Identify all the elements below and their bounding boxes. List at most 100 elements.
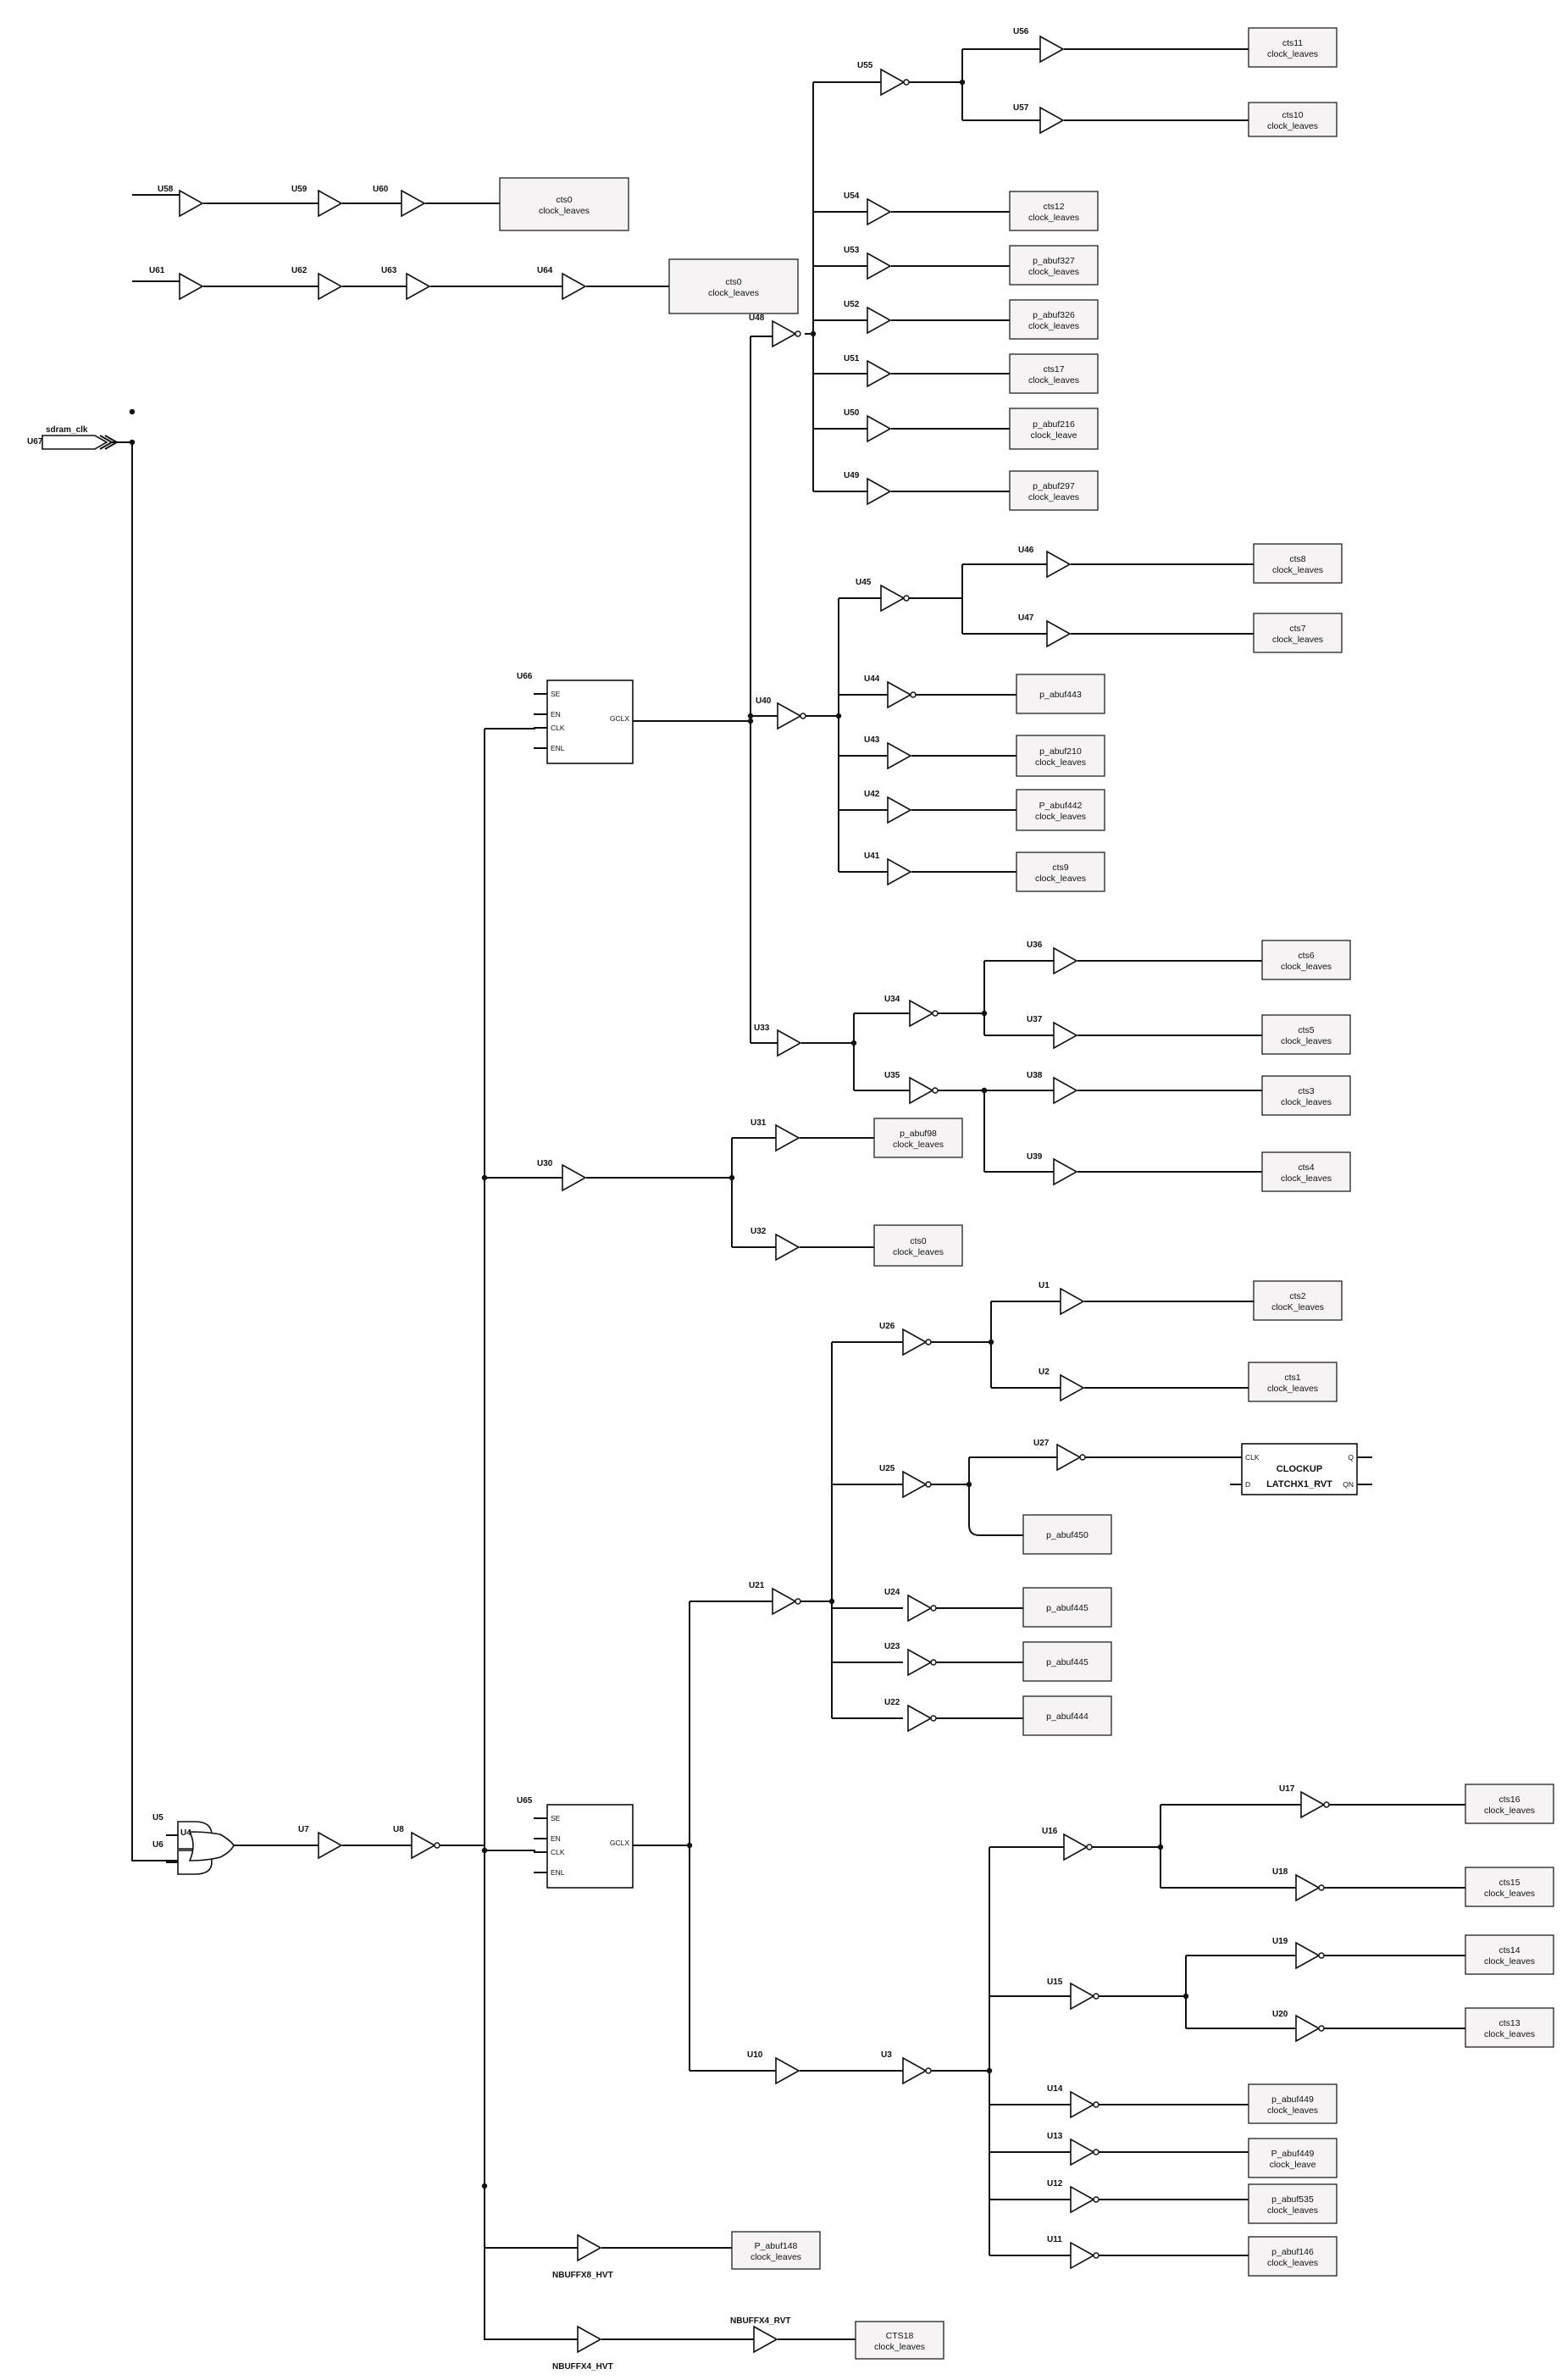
buffer-u39[interactable]: U39: [1027, 1152, 1078, 1186]
buffer-u17[interactable]: U17: [1279, 1784, 1330, 1819]
buffer-u2[interactable]: U2: [1039, 1368, 1085, 1402]
buffer-u34[interactable]: U34: [884, 995, 939, 1028]
clock-leaf-box[interactable]: p_abuf445: [1022, 1587, 1112, 1628]
buffer-nb8[interactable]: NBUFFX8_HVT: [552, 2233, 613, 2280]
buffer-u14[interactable]: U14: [1047, 2084, 1099, 2119]
buffer-u21[interactable]: U21: [749, 1581, 801, 1616]
buffer-u53[interactable]: U53: [844, 246, 892, 280]
buffer-u38[interactable]: U38: [1027, 1071, 1078, 1105]
buffer-u16[interactable]: U16: [1042, 1827, 1093, 1861]
buffer-u48[interactable]: U48: [749, 313, 801, 348]
buffer-u36[interactable]: U36: [1027, 940, 1078, 975]
buffer-u50[interactable]: U50: [844, 408, 892, 443]
buffer-u44[interactable]: U44: [864, 674, 917, 709]
buffer-u12[interactable]: U12: [1047, 2179, 1099, 2214]
buffer-u25[interactable]: U25: [879, 1464, 932, 1499]
buffer-u51[interactable]: U51: [844, 354, 892, 388]
buffer-u43[interactable]: U43: [864, 735, 912, 770]
buffer-u20[interactable]: U20: [1272, 2010, 1325, 2043]
buffer-u7[interactable]: U7: [298, 1825, 343, 1860]
buffer-u31[interactable]: U31: [751, 1118, 800, 1152]
buffer-u23[interactable]: U23: [884, 1642, 937, 1677]
clock-leaf-box[interactable]: p_abuf444: [1022, 1695, 1112, 1736]
buffer-u27[interactable]: U27: [1033, 1439, 1086, 1472]
buffer-u30[interactable]: U30: [537, 1159, 587, 1192]
buffer-u63[interactable]: U63: [381, 266, 431, 301]
clock-leaf-box[interactable]: p_abuf443: [1016, 674, 1105, 714]
buffer-u54[interactable]: U54: [844, 191, 892, 226]
clock-leaf-box[interactable]: p_abuf445: [1022, 1641, 1112, 1682]
buffer-u24[interactable]: U24: [884, 1588, 937, 1623]
buffer-u33[interactable]: U33: [754, 1024, 802, 1057]
buffer-u55[interactable]: U55: [857, 61, 910, 97]
buffer-u1[interactable]: U1: [1039, 1281, 1085, 1316]
buffer-u10[interactable]: U10: [747, 2050, 800, 2085]
buffer-u40[interactable]: U40: [756, 696, 806, 730]
buffer-u52[interactable]: U52: [844, 300, 892, 335]
buffer-u19[interactable]: U19: [1272, 1937, 1325, 1970]
buffer-u32[interactable]: U32: [751, 1227, 800, 1262]
buffer-u56[interactable]: U56: [1013, 27, 1065, 64]
buffer-u37[interactable]: U37: [1027, 1015, 1078, 1050]
buffer-u26[interactable]: U26: [879, 1322, 932, 1356]
buffer-u57[interactable]: U57: [1013, 103, 1065, 135]
buffer-u42[interactable]: U42: [864, 790, 912, 824]
buffer-u41[interactable]: U41: [864, 852, 912, 886]
buffer-u13[interactable]: U13: [1047, 2132, 1099, 2166]
buffer-u46[interactable]: U46: [1018, 546, 1072, 579]
buffer-u49[interactable]: U49: [844, 471, 892, 506]
buffer-u61[interactable]: U61: [149, 266, 204, 301]
buffer-u62[interactable]: U62: [291, 266, 343, 301]
buffer-u60[interactable]: U60: [373, 185, 426, 218]
buffer-u8[interactable]: U8: [393, 1825, 440, 1860]
buffer-u11[interactable]: U11: [1047, 2235, 1099, 2270]
clock-leaf-box[interactable]: p_abuf450: [1022, 1514, 1112, 1555]
buffer-u64[interactable]: U64: [537, 266, 587, 301]
buffer-u35[interactable]: U35: [884, 1071, 939, 1105]
buffer-u58[interactable]: U58: [158, 185, 204, 218]
buffer-nb4h[interactable]: NBUFFX4_HVT: [552, 2325, 613, 2372]
buffer-u45[interactable]: U45: [856, 578, 910, 613]
buffer-u47[interactable]: U47: [1018, 613, 1072, 648]
buffer-nb4r[interactable]: NBUFFX4_RVT: [730, 2316, 791, 2354]
buffer-u18[interactable]: U18: [1272, 1867, 1325, 1902]
buffer-u59[interactable]: U59: [291, 185, 343, 218]
buffer-u15[interactable]: U15: [1047, 1978, 1099, 2011]
buffer-u3[interactable]: U3: [881, 2050, 932, 2085]
